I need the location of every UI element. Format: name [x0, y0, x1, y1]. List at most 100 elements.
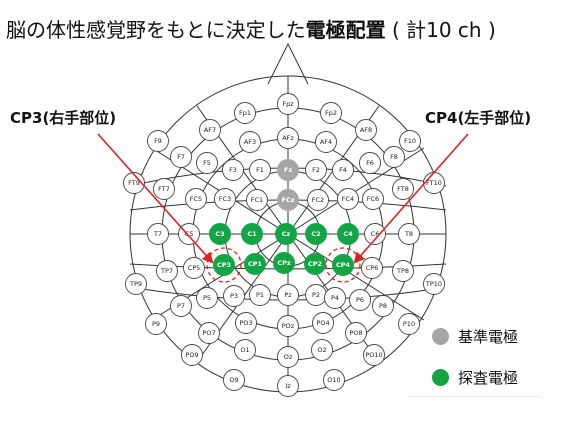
- electrode-circle: [305, 159, 327, 181]
- electrode-circle: [153, 178, 175, 200]
- electrode-label: P9: [152, 320, 160, 328]
- electrode-circle: [364, 223, 386, 245]
- electrode-f4: F4: [332, 159, 354, 181]
- electrode-label: FC3: [219, 195, 231, 203]
- electrode-circle: [277, 159, 299, 181]
- legend-reference: 基準電極: [432, 324, 562, 348]
- electrode-circle: [392, 178, 414, 200]
- legend-exploring-label: 探査電極: [458, 368, 519, 387]
- electrode-label: C1: [247, 230, 257, 238]
- electrode-label: F8: [390, 153, 398, 161]
- electrode-label: CP4: [336, 261, 351, 269]
- electrode-circle: [156, 260, 178, 282]
- electrode-cpz: CPz: [273, 252, 295, 274]
- electrode-ft10: FT10: [423, 172, 445, 194]
- electrode-circle: [398, 313, 420, 335]
- electrode-circle: [249, 284, 271, 306]
- electrode-label: FC4: [342, 195, 354, 203]
- electrode-cp5: CP5: [183, 257, 205, 279]
- electrode-label: C2: [311, 230, 320, 238]
- electrode-label: F9: [154, 137, 162, 145]
- legend-exploring: 探査電極: [432, 365, 562, 389]
- electrode-label: PO10: [365, 351, 382, 359]
- electrode-fc3: FC3: [214, 188, 236, 210]
- electrode-af7: AF7: [199, 119, 221, 141]
- electrode-ft9: FT9: [123, 172, 145, 194]
- electrode-circle: [392, 260, 414, 282]
- electrode-label: TP10: [425, 280, 442, 288]
- electrode-f3: F3: [222, 159, 244, 181]
- electrode-circle: [223, 369, 245, 391]
- electrode-fp1: Fp1: [234, 102, 256, 124]
- electrode-label: TP7: [160, 267, 173, 275]
- diagram-title: 脳の体性感覚野をもとに決定した電極配置 ( 計10 ch ): [6, 14, 558, 43]
- electrode-af3: AF3: [239, 131, 261, 153]
- electrode-f6: F6: [359, 152, 381, 174]
- electrode-circle: [361, 257, 383, 279]
- electrode-circle: [323, 369, 345, 391]
- electrode-label: PO3: [239, 319, 252, 327]
- electrode-label: CP5: [188, 264, 201, 272]
- electrode-label: Fz: [284, 166, 292, 174]
- electrode-label: Fp1: [239, 109, 251, 117]
- electrode-circle: [241, 223, 263, 245]
- electrode-po8: PO8: [345, 322, 367, 344]
- electrode-circle: [123, 172, 145, 194]
- electrode-circle: [337, 188, 359, 210]
- electrode-label: POz: [282, 322, 295, 330]
- electrode-circle: [170, 146, 192, 168]
- electrode-circle: [239, 131, 261, 153]
- electrode-circle: [235, 312, 257, 334]
- electrode-label: O2: [317, 346, 326, 354]
- electrode-po7: PO7: [198, 322, 220, 344]
- electrode-label: F6: [366, 159, 374, 167]
- electrode-c2: C2: [305, 223, 327, 245]
- electrode-fz: Fz: [277, 159, 299, 181]
- electrode-p3: P3: [223, 285, 245, 307]
- electrode-circle: [147, 223, 169, 245]
- legend-reference-label: 基準電極: [458, 327, 519, 346]
- electrode-label: PO8: [349, 329, 362, 337]
- electrode-fc2: FC2: [307, 189, 329, 211]
- electrode-t7: T7: [147, 223, 169, 245]
- electrode-o9: O9: [223, 369, 245, 391]
- electrode-f8: F8: [383, 146, 405, 168]
- electrode-poz: POz: [277, 315, 299, 337]
- electrode-label: AF3: [244, 138, 256, 146]
- electrode-circle: [246, 189, 268, 211]
- electrode-c3: C3: [209, 223, 231, 245]
- electrode-circle: [275, 223, 297, 245]
- electrode-label: AF7: [204, 126, 216, 134]
- electrode-label: FC5: [190, 195, 202, 203]
- electrode-po4: PO4: [312, 312, 334, 334]
- nose: [267, 42, 309, 85]
- electrode-c1: C1: [241, 223, 263, 245]
- electrode-p1: P1: [249, 284, 271, 306]
- electrode-label: PO4: [316, 319, 329, 327]
- electrode-label: PO9: [185, 351, 198, 359]
- electrode-cp2: CP2: [304, 253, 326, 275]
- electrode-p6: P6: [349, 289, 371, 311]
- electrode-label: O1: [240, 346, 249, 354]
- electrode-f1: F1: [249, 159, 271, 181]
- electrode-circle: [423, 273, 445, 295]
- electrode-circle: [178, 223, 200, 245]
- electrode-circle: [399, 130, 421, 152]
- electrode-f7: F7: [170, 146, 192, 168]
- electrode-circle: [199, 119, 221, 141]
- electrode-circle: [181, 344, 203, 366]
- electrode-c5: C5: [178, 223, 200, 245]
- electrode-label: P3: [230, 292, 238, 300]
- electrode-label: FT10: [426, 179, 442, 187]
- electrode-tp8: TP8: [392, 260, 414, 282]
- electrode-label: PO7: [202, 329, 215, 337]
- cp4-annotation: CP4(左手部位): [425, 109, 532, 127]
- cp4-arrow: [353, 133, 469, 264]
- electrode-label: FCz: [282, 196, 295, 204]
- electrode-label: F4: [339, 166, 347, 174]
- electrode-circle: [234, 339, 256, 361]
- electrode-label: P4: [331, 294, 339, 302]
- electrode-fc4: FC4: [337, 188, 359, 210]
- electrode-circle: [222, 159, 244, 181]
